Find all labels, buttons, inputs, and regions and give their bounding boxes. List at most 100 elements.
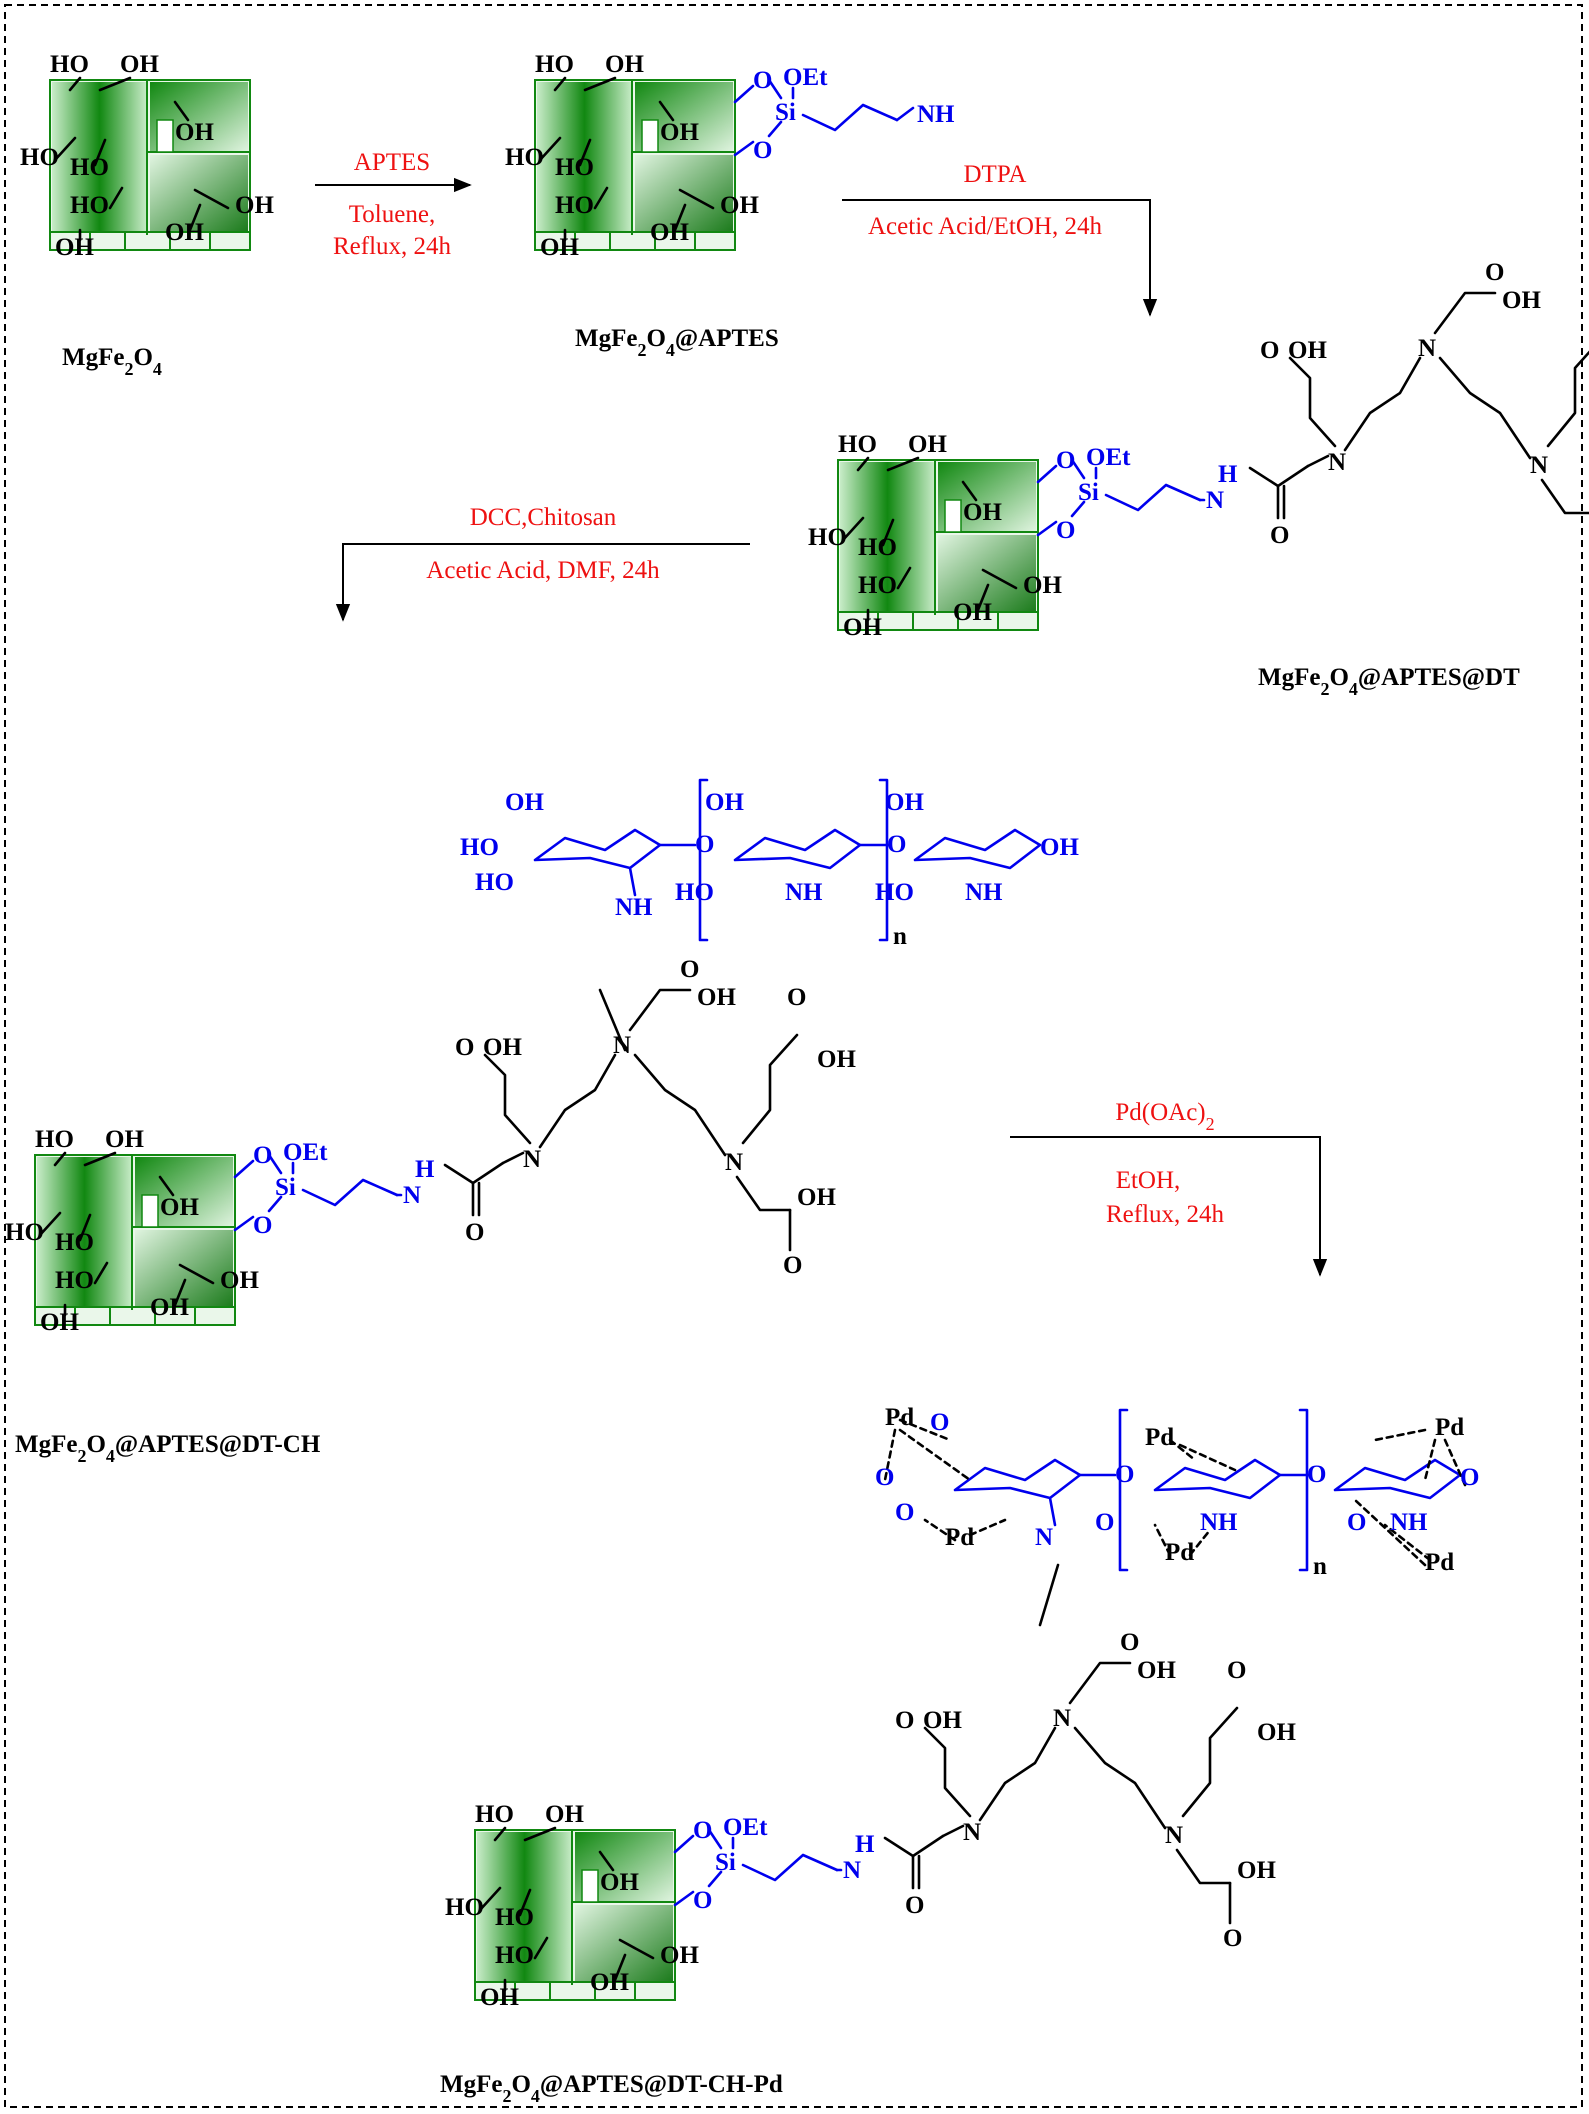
hydroxyl-label: OH	[545, 1801, 584, 1828]
o-particle-bond	[233, 1159, 255, 1179]
acid-o: O	[1223, 1925, 1242, 1952]
pyranose-ring	[953, 1458, 1082, 1500]
ethylene	[1073, 1726, 1167, 1830]
coord-o: O	[930, 1409, 949, 1436]
hydroxyl-label: HO	[55, 1267, 94, 1294]
hydroxyl-bond	[618, 1938, 655, 1960]
pd-coordination	[1168, 1438, 1197, 1462]
hydroxyl-bond	[613, 1953, 627, 1982]
arrow-step-3	[335, 543, 750, 622]
silicon-atom: Si	[275, 1174, 296, 1201]
hydroxyl-label: OH	[720, 192, 759, 219]
right-n: N	[725, 1149, 743, 1176]
hydroxyl-label: HO	[475, 1801, 514, 1828]
acid-o: O	[1120, 1629, 1139, 1656]
hydroxyl-label: OH	[220, 1267, 259, 1294]
acid-o: O	[783, 1252, 802, 1279]
hydroxyl-bond	[896, 566, 912, 590]
acid-o: O	[787, 984, 806, 1011]
ethylene	[538, 1053, 617, 1149]
caption-compound-5: MgFe2O4@APTES@DT-CH-Pd	[440, 2071, 783, 2106]
hydroxyl-bond	[856, 456, 870, 472]
ch2	[1306, 454, 1330, 468]
hydroxyl-label: OH	[165, 219, 204, 246]
coord-o: O	[1095, 1509, 1114, 1536]
o-particle-bond	[233, 1215, 255, 1232]
amide-link	[598, 988, 627, 1052]
si-o-bond	[1070, 500, 1086, 518]
silicon-atom: Si	[1078, 479, 1099, 506]
pd-coordination	[1353, 1498, 1427, 1567]
siloxane-oxygen: O	[1056, 517, 1075, 544]
amine-n: N	[963, 1819, 981, 1846]
hydroxyl-label: OH	[175, 119, 214, 146]
hydroxyl-label: OH	[963, 499, 1002, 526]
caption-compound-3: MgFe2O4@APTES@DT	[1258, 664, 1520, 699]
hydroxyl-bond	[553, 76, 567, 92]
acetic-arm	[628, 988, 692, 1032]
amine: NH	[1390, 1509, 1428, 1536]
hydroxyl-label: HO	[495, 1942, 534, 1969]
ethylene	[633, 1053, 727, 1157]
glycosidic-o: O	[695, 831, 714, 858]
hydroxyl-label: OH	[590, 1969, 629, 1996]
ring-oh: HO	[475, 869, 514, 896]
hydroxyl-label: HO	[5, 1219, 44, 1246]
hydroxyl-bond	[886, 456, 920, 472]
amide-h: H	[415, 1156, 435, 1183]
hydroxyl-bond	[961, 480, 978, 502]
amine: NH	[965, 879, 1003, 906]
pd-coordination	[968, 1518, 1007, 1537]
propyl-bond	[895, 106, 915, 122]
acetic-arm	[1175, 1848, 1232, 1885]
ring-oh: HO	[675, 879, 714, 906]
hydroxyl-bond	[53, 1151, 67, 1167]
hydroxyl-label: HO	[555, 154, 594, 181]
si-o-bond	[267, 1153, 283, 1175]
hydroxyl-label: HO	[50, 51, 89, 78]
si-o-bond	[1070, 458, 1086, 480]
hydroxyl-bond	[108, 186, 124, 210]
hydroxyl-label: OH	[55, 234, 94, 261]
palladium-atom: Pd	[1145, 1424, 1174, 1451]
hydroxyl-bond	[93, 1261, 109, 1285]
ch2oh: OH	[505, 789, 544, 816]
hydroxyl-label: HO	[838, 431, 877, 458]
pd-coordination	[1443, 1438, 1467, 1487]
hydroxyl-label: OH	[150, 1294, 189, 1321]
si-o-bond	[767, 78, 783, 100]
ethoxy-label: OEt	[783, 64, 828, 91]
hydroxyl-bond	[578, 138, 592, 167]
amine-n: N	[523, 1146, 541, 1173]
molecule-bonds	[38, 76, 1589, 1992]
amide-h: H	[855, 1831, 875, 1858]
ch2	[501, 1151, 525, 1165]
si-o-bond	[707, 1870, 723, 1888]
hydroxyl-label: OH	[605, 51, 644, 78]
pd-coordination	[1423, 1438, 1437, 1482]
solvent-toluene: Toluene,	[349, 201, 435, 228]
si-o-bond	[767, 120, 783, 138]
siloxane-oxygen: O	[1056, 447, 1075, 474]
acid-oh: OH	[817, 1046, 856, 1073]
hydroxyl-label: OH	[105, 1126, 144, 1153]
condition-reflux-2: Reflux, 24h	[1106, 1201, 1225, 1228]
ethylene	[1438, 356, 1532, 460]
central-n: N	[613, 1032, 631, 1059]
hydroxyl-bond	[533, 1936, 549, 1960]
acid-oh: OH	[1257, 1719, 1296, 1746]
propionic-arm	[741, 1033, 799, 1145]
pyranose-ring	[913, 828, 1042, 870]
carbonyl-o: O	[465, 1219, 484, 1246]
c2-n	[628, 866, 637, 897]
acid-o: O	[680, 956, 699, 983]
pyranose-ring	[533, 828, 662, 870]
silicon-atom: Si	[715, 1849, 736, 1876]
propyl-chain	[301, 1178, 399, 1207]
hydroxyl-label: HO	[858, 534, 897, 561]
amine: NH	[1200, 1509, 1238, 1536]
acetic-arm	[1540, 478, 1589, 515]
pd-coordination	[1383, 1523, 1432, 1562]
glycosidic-o: O	[1307, 1461, 1326, 1488]
